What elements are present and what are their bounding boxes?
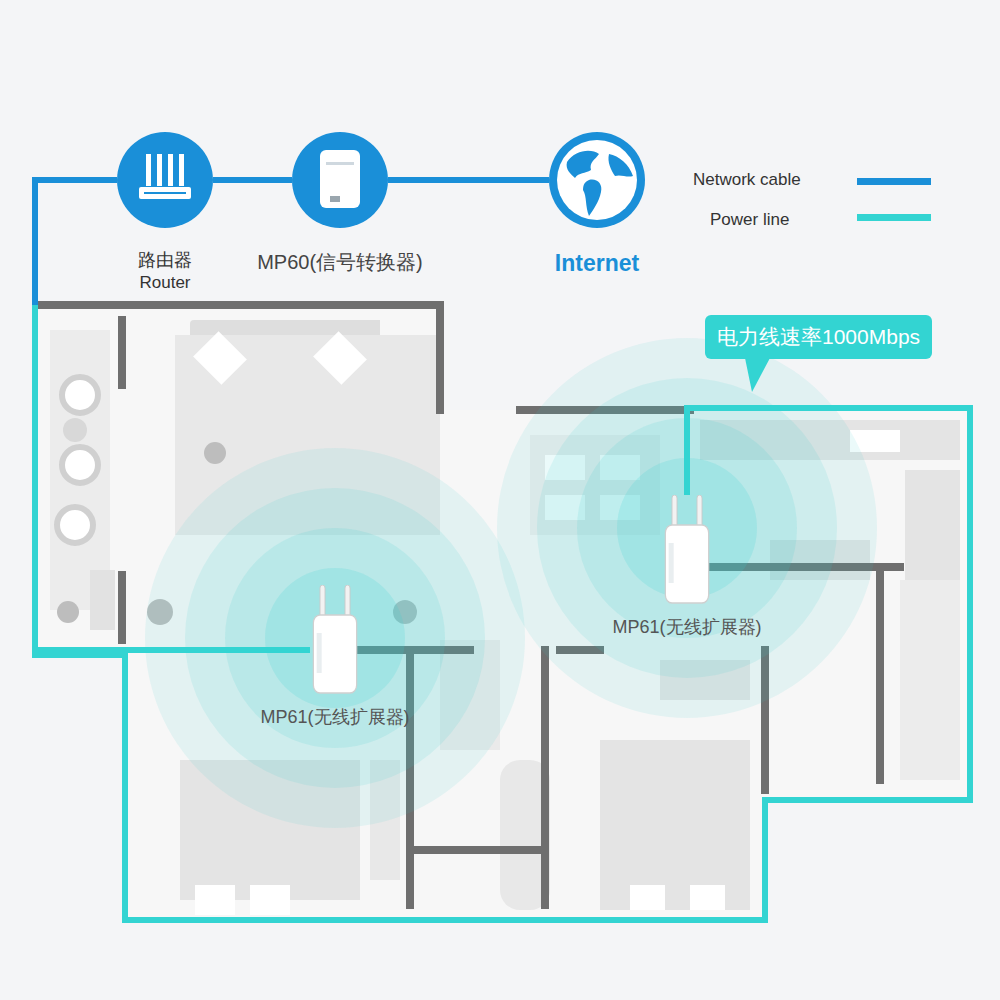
network-cable — [35, 180, 117, 305]
internet-globe: Internet — [549, 132, 645, 228]
router-icon: 路由器Router — [117, 132, 213, 228]
node-label: Internet — [555, 250, 639, 278]
cable-connector — [35, 180, 310, 650]
network-cable — [388, 177, 549, 183]
network-cable — [35, 180, 117, 305]
legend-swatch — [857, 178, 931, 185]
extender-device: MP61(无线扩展器) — [310, 585, 360, 695]
extender-device: MP61(无线扩展器) — [662, 495, 712, 605]
walls — [40, 305, 900, 905]
legend-text: Network cable — [693, 170, 801, 190]
network-cable — [213, 177, 292, 183]
converter-icon: MP60(信号转换器) — [292, 132, 388, 228]
node-label: 路由器 — [138, 250, 192, 272]
node-label: Router — [139, 273, 190, 293]
cable-connector — [35, 180, 970, 920]
house-floor — [35, 305, 970, 920]
cable-connector — [388, 180, 549, 181]
cable-connector — [213, 180, 292, 181]
power-line — [35, 305, 970, 920]
legend-text: Power line — [710, 210, 789, 230]
legend-swatch — [857, 214, 931, 221]
node-label: MP61(无线扩展器) — [612, 617, 761, 639]
callout-tail — [745, 358, 770, 392]
node-label: MP60(信号转换器) — [257, 250, 423, 274]
node-label: MP61(无线扩展器) — [260, 707, 409, 729]
power-line — [35, 305, 310, 650]
wifi-coverage — [145, 338, 877, 828]
callout-text: 电力线速率1000Mbps — [717, 323, 920, 351]
rate-callout: 电力线速率1000Mbps — [705, 315, 932, 359]
